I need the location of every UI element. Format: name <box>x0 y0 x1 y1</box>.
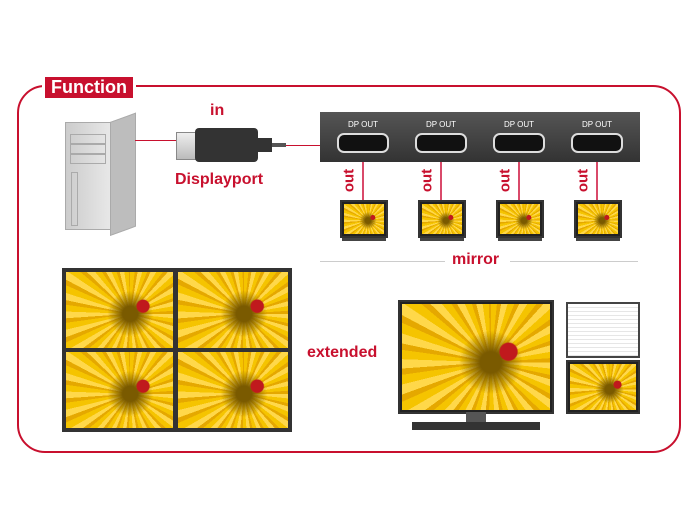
spreadsheet-screen <box>566 302 640 358</box>
dp-port-icon <box>571 133 623 153</box>
monitor-stand <box>576 238 620 241</box>
port-label: DP OUT <box>347 120 379 129</box>
output-line <box>518 162 520 200</box>
monitor-stand <box>420 238 464 241</box>
monitor-base <box>412 422 540 430</box>
displayport-plug-icon <box>176 128 286 162</box>
out-label: out <box>340 168 358 193</box>
monitor-stand <box>498 238 542 241</box>
divider <box>320 261 445 262</box>
video-wall <box>62 268 292 432</box>
out-label: out <box>496 168 514 193</box>
small-monitor-icon <box>566 360 640 414</box>
section-title: Function <box>42 74 136 101</box>
out-label: out <box>574 168 592 193</box>
large-monitor-icon <box>398 300 554 414</box>
monitor-stand <box>466 412 486 422</box>
output-line <box>362 162 364 200</box>
monitor-icon <box>496 200 544 238</box>
monitor-icon <box>418 200 466 238</box>
dp-port-icon <box>415 133 467 153</box>
dp-port-icon <box>337 133 389 153</box>
port-label: DP OUT <box>581 120 613 129</box>
output-line <box>440 162 442 200</box>
monitor-stand <box>342 238 386 241</box>
hub-device: DP OUT DP OUT DP OUT DP OUT <box>320 112 640 162</box>
pc-tower-icon <box>65 112 136 236</box>
function-frame <box>17 85 681 453</box>
cable-line <box>286 145 320 146</box>
port-label: DP OUT <box>503 120 535 129</box>
monitor-icon <box>340 200 388 238</box>
displayport-label: Displayport <box>175 171 264 188</box>
out-label: out <box>418 168 436 193</box>
port-label: DP OUT <box>425 120 457 129</box>
in-label: in <box>210 102 225 119</box>
cable-line <box>135 140 177 141</box>
output-line <box>596 162 598 200</box>
divider <box>510 261 638 262</box>
dp-port-icon <box>493 133 545 153</box>
mirror-label: mirror <box>452 251 500 268</box>
monitor-icon <box>574 200 622 238</box>
extended-label: extended <box>307 344 378 361</box>
